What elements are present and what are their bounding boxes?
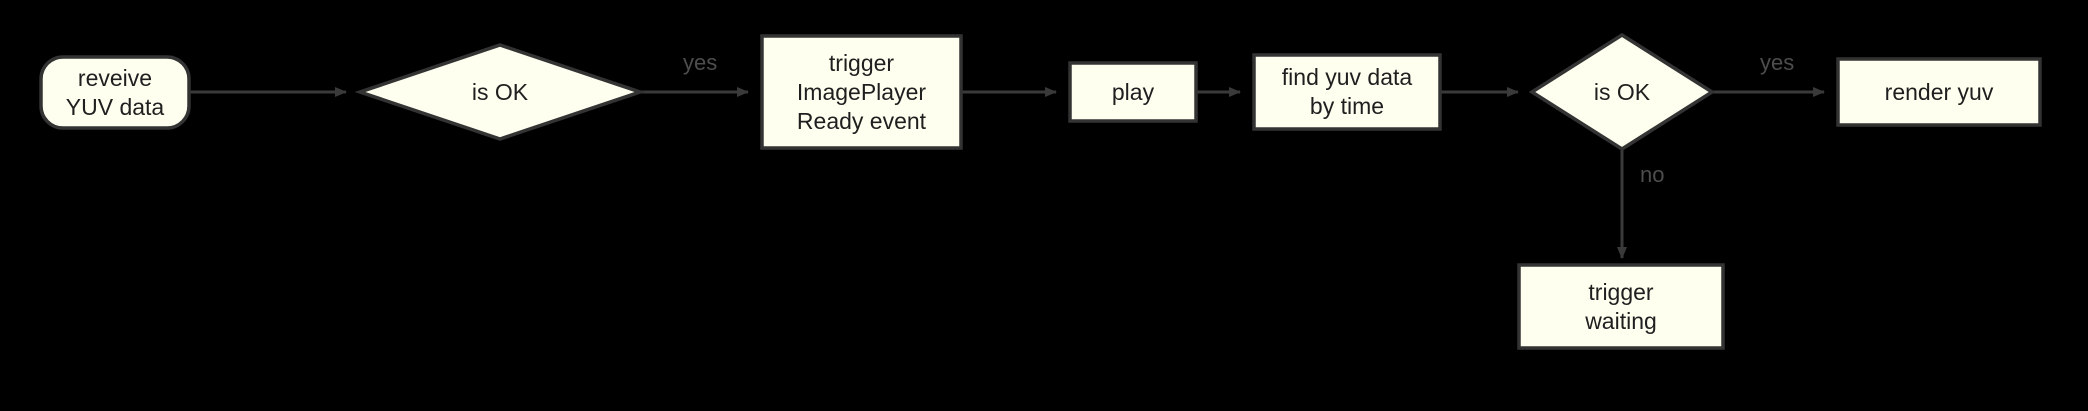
node-is-ok-2[interactable] <box>1528 32 1716 152</box>
node-receive[interactable] <box>39 55 191 130</box>
node-play[interactable] <box>1068 61 1198 123</box>
node-render[interactable] <box>1836 57 2042 127</box>
node-trigger-waiting[interactable] <box>1517 263 1725 350</box>
node-trigger-ready[interactable] <box>760 34 963 150</box>
node-find-yuv[interactable] <box>1252 53 1442 131</box>
node-is-ok-1[interactable] <box>354 43 646 141</box>
